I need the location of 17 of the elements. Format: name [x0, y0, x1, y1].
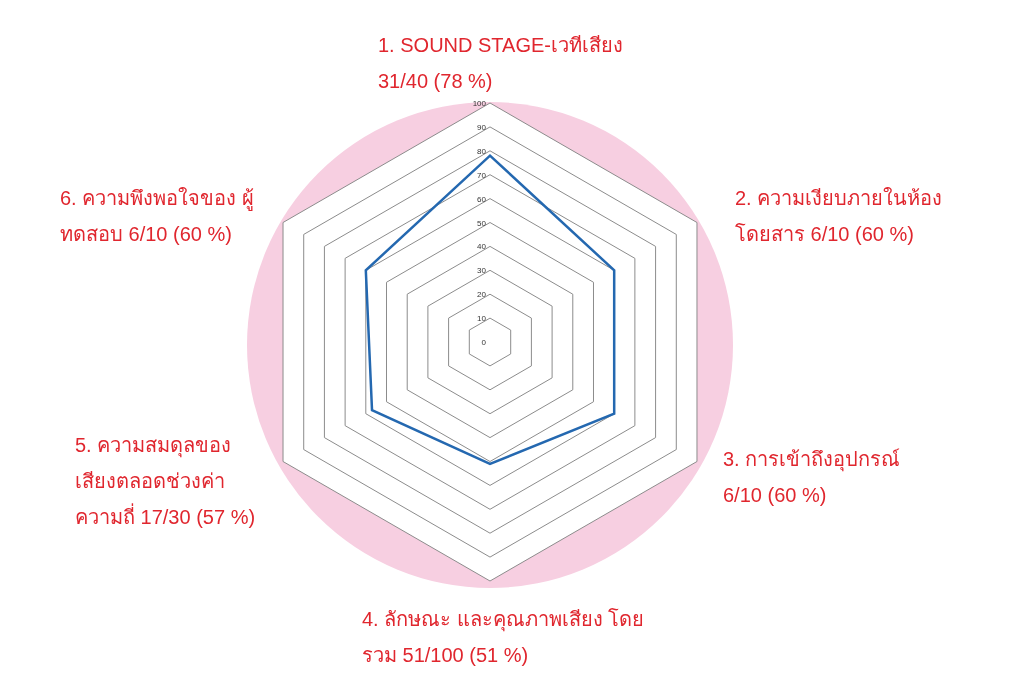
tick-label: 60	[476, 194, 486, 205]
tick-label: 40	[476, 242, 486, 253]
tick-label: 20	[476, 290, 486, 301]
tick-label: 80	[476, 146, 486, 157]
axis-category-label: 2. ความเงียบภายในห้อง โดยสาร 6/10 (60 %)	[735, 186, 944, 247]
axis-category-label: 6. ความพึงพอใจของ ผู้ทดสอบ 6/10 (60 %)	[60, 186, 255, 247]
tick-label: 50	[476, 218, 486, 229]
tick-label: 30	[476, 266, 486, 277]
axis-category-label: 3. การเข้าถึงอุปกรณ์ 6/10 (60 %)	[723, 447, 902, 508]
axis-category-label: 1. SOUND STAGE-เวทีเสียง 31/40 (78 %)	[378, 33, 624, 94]
tick-label: 0	[480, 338, 486, 348]
tick-label: 10	[476, 314, 486, 325]
tick-label: 70	[476, 170, 486, 181]
tick-label: 90	[476, 122, 486, 133]
tick-label: 100	[471, 99, 486, 109]
axis-category-label: 4. ลักษณะ และคุณภาพเสียง โดยรวม 51/100 (51 %)	[362, 607, 646, 668]
axis-category-label: 5. ความสมดุลของ เสียงตลอดช่วงค่า ความถี่ 17/30 (57 %)	[75, 433, 257, 530]
